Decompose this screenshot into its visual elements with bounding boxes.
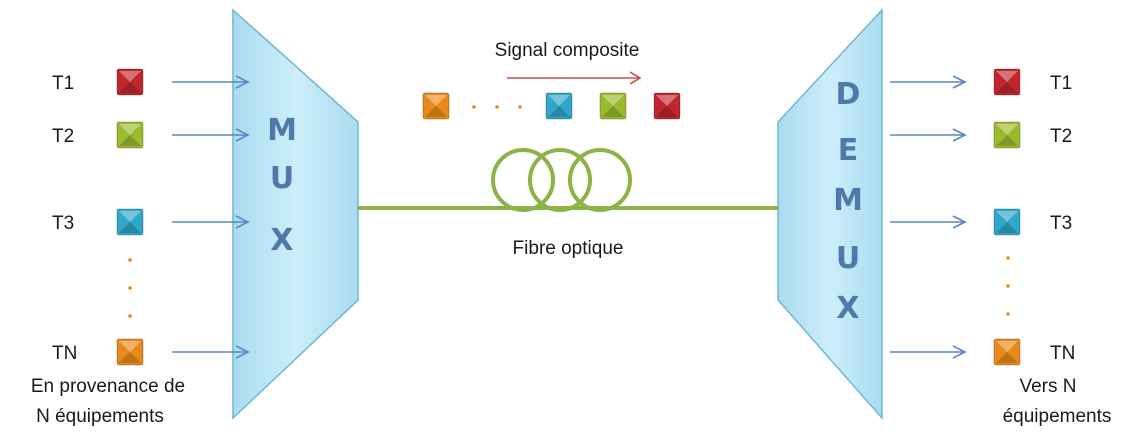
demux-letter: U: [836, 241, 860, 276]
output-arrow: [890, 128, 967, 142]
signal-label: Signal composite: [495, 40, 640, 61]
signal-arrow: [507, 71, 642, 85]
output-square: [993, 208, 1021, 236]
source-caption-line-2: N équipements: [36, 406, 164, 427]
input-label: T3: [52, 213, 74, 234]
input-arrow: [172, 215, 250, 229]
mux-letter: U: [270, 161, 294, 196]
demux-letter: D: [836, 77, 861, 112]
source-caption-line-1: En provenance de: [31, 376, 185, 397]
signal-squares: [422, 92, 681, 120]
output-label: T3: [1050, 213, 1072, 234]
fiber-coil: [491, 148, 632, 212]
signal-dots: [472, 105, 522, 109]
dest-caption-line-2: équipements: [1003, 406, 1112, 427]
mux-block: [232, 8, 359, 420]
mux-letter: X: [270, 223, 293, 258]
output-arrow: [890, 345, 967, 359]
input-arrow: [172, 128, 250, 142]
input-square: [116, 68, 144, 96]
input-square: [116, 338, 144, 366]
output-label: TN: [1050, 343, 1075, 364]
output-label: T2: [1050, 126, 1072, 147]
input-square: [116, 208, 144, 236]
signal-square: [653, 92, 681, 120]
input-ellipsis: [128, 258, 132, 318]
mux-letters: M U X: [267, 113, 297, 258]
mux-letter: M: [267, 113, 297, 148]
input-arrow: [172, 75, 250, 89]
input-label: T1: [52, 73, 74, 94]
demux-letter: X: [836, 291, 859, 326]
output-square: [993, 121, 1021, 149]
demux-letter: M: [833, 183, 863, 218]
demux-letter: E: [838, 133, 859, 168]
output-arrow: [890, 215, 967, 229]
output-label: T1: [1050, 73, 1072, 94]
output-square: [993, 338, 1021, 366]
output-arrow: [890, 75, 967, 89]
input-label: T2: [52, 126, 74, 147]
input-label: TN: [52, 343, 77, 364]
fiber-label: Fibre optique: [513, 238, 624, 259]
input-square: [116, 121, 144, 149]
dest-caption-line-1: Vers N: [1019, 376, 1076, 397]
output-square: [993, 68, 1021, 96]
signal-square: [599, 92, 627, 120]
demux-letters: D E M U X: [833, 77, 863, 326]
output-ellipsis: [1006, 256, 1010, 316]
input-arrow: [172, 345, 250, 359]
signal-square: [422, 92, 450, 120]
signal-square: [545, 92, 573, 120]
demux-block: [777, 8, 883, 420]
